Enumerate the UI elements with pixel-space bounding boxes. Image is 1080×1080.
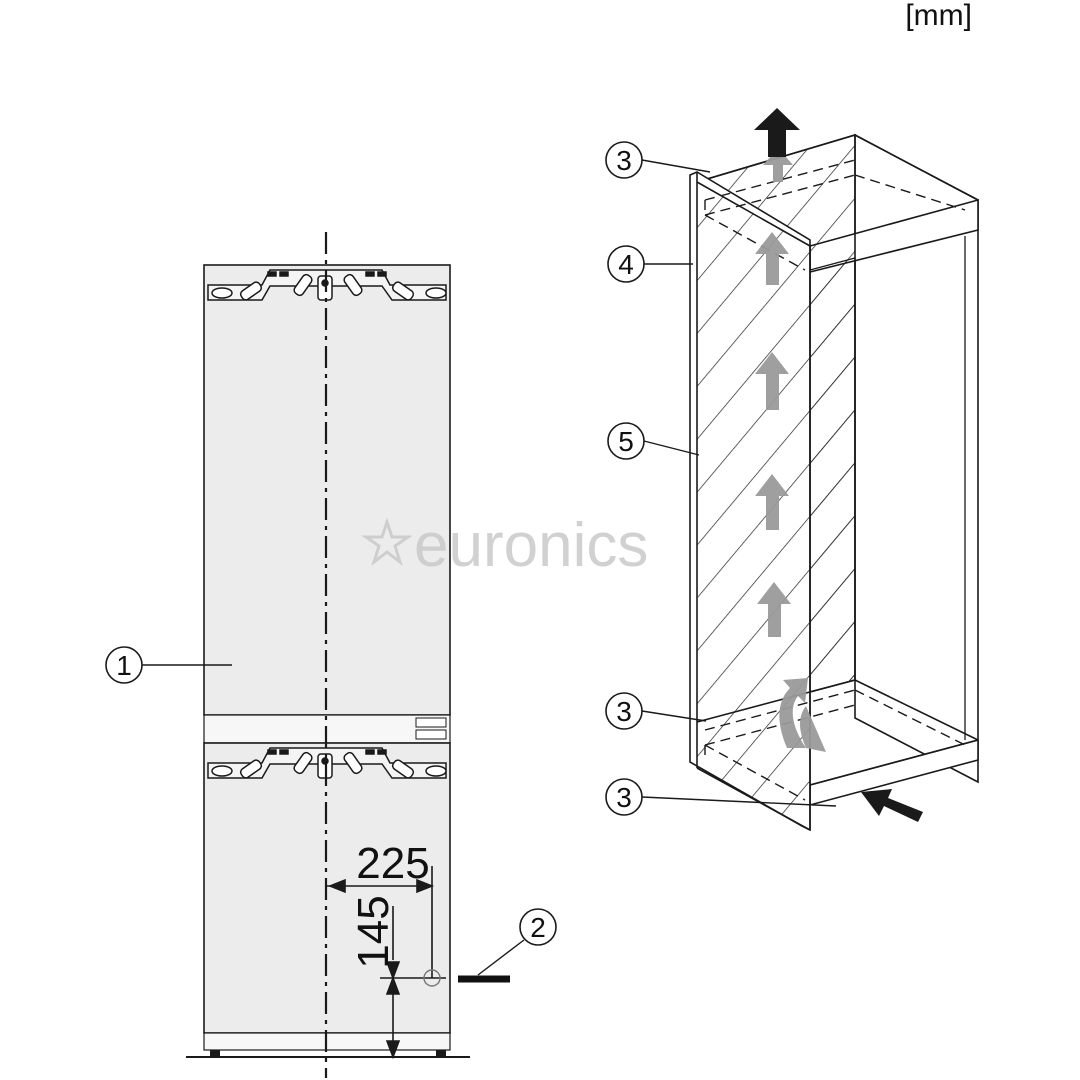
callout-3c-label: 3 [616,782,632,813]
cabinet-bottom-shelf [809,738,979,807]
watermark: euronics [361,511,648,580]
appliance-front-view [186,232,470,1078]
callout-3b-label: 3 [616,696,632,727]
lower-mounting-bracket [207,747,447,779]
callout-5: 5 [607,422,645,460]
dimension-vertical-label: 145 [349,895,398,968]
units-label: [mm] [905,0,972,32]
callout-1: 1 [105,646,143,684]
dimension-225 [326,866,435,978]
air-outlet-arrow-icon [754,108,800,157]
callout-3b-leader [641,710,707,722]
watermark-text: euronics [414,511,648,580]
cabinet-perspective [689,133,979,832]
callout-3c-leader [641,796,837,807]
callout-5-leader [643,440,700,456]
callout-2-leader [477,939,525,976]
callout-3c: 3 [605,778,643,816]
callout-4-label: 4 [618,249,634,280]
callout-3b: 3 [605,692,643,730]
callout-2-label: 2 [530,912,546,943]
gap-notch [415,717,447,728]
callout-3a-leader [641,159,711,173]
air-inlet-arrow-icon [861,789,923,822]
appliance-foot-right [436,1050,446,1057]
appliance-foot-left [210,1050,220,1057]
callout-4: 4 [607,245,645,283]
dimension-145 [380,906,446,1060]
callout-3a: 3 [605,141,643,179]
callout-3a-label: 3 [616,145,632,176]
callout-1-label: 1 [116,650,132,681]
dimension-horizontal-label: 225 [356,839,429,888]
airflow-arrow-icon [755,148,826,752]
appliance-outline-dashed [704,159,966,801]
gap-notch [415,729,447,740]
callout-5-label: 5 [618,426,634,457]
power-socket-marker [423,969,441,987]
star-icon [361,517,413,567]
callout-2: 2 [519,908,557,946]
